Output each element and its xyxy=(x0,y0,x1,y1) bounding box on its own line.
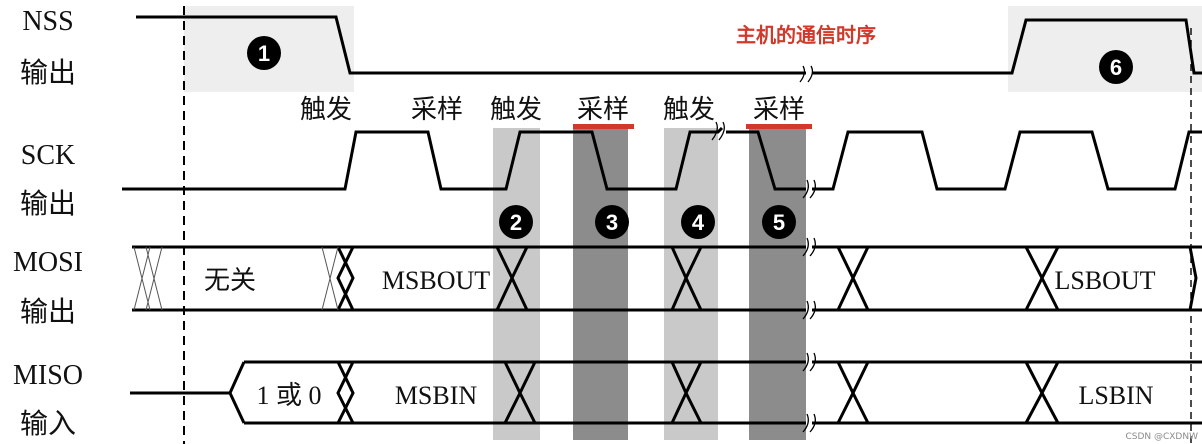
time-break-nss xyxy=(799,65,814,83)
time-break-mosi-bottom xyxy=(802,300,816,320)
miso-transition-1 xyxy=(336,361,355,424)
mosi-label: MOSI xyxy=(13,247,83,278)
diagram-title: 主机的通信时序 xyxy=(736,23,876,47)
sample-underline-2 xyxy=(746,124,812,129)
mosi-dontcare-hatch-left xyxy=(133,246,163,311)
mosi-transition-6 xyxy=(1188,246,1198,311)
phase-label-trigger-2: 触发 xyxy=(490,95,542,125)
mosi-transition-1 xyxy=(336,246,355,311)
sck-waveform-b xyxy=(726,130,806,191)
miso-cell-lsbin: LSBIN xyxy=(1078,381,1153,410)
miso-cell-msbin: MSBIN xyxy=(395,381,478,410)
mosi-cell-lsbout: LSBOUT xyxy=(1054,266,1155,295)
marker-4-number: 4 xyxy=(692,210,705,235)
nss-label: NSS xyxy=(22,6,73,37)
nss-direction-label: 输出 xyxy=(20,57,76,89)
marker-1: 1 xyxy=(247,36,281,70)
phase-label-sample-3: 采样 xyxy=(753,95,805,125)
sck-waveform-c xyxy=(812,130,1202,191)
phase-label-sample-1: 采样 xyxy=(411,95,463,125)
time-break-miso-bottom xyxy=(802,413,816,433)
phase-label-sample-2: 采样 xyxy=(577,95,629,125)
sck-label: SCK xyxy=(21,140,75,171)
watermark: CSDN @CXDNW xyxy=(1125,432,1198,442)
sck-waveform-a xyxy=(122,126,724,191)
miso-transition-0 xyxy=(228,361,246,424)
mosi-direction-label: 输出 xyxy=(20,296,76,328)
miso-direction-label: 输入 xyxy=(20,408,76,440)
miso-cell-onezero: 1 或 0 xyxy=(256,381,321,410)
sck-direction-label: 输出 xyxy=(20,188,76,220)
miso-transition-5 xyxy=(1024,361,1060,424)
nss-waveform-a xyxy=(136,15,806,75)
trigger-band-2 xyxy=(664,128,718,440)
marker-5: 5 xyxy=(762,205,796,239)
miso-transition-2 xyxy=(503,361,537,424)
marker-1-number: 1 xyxy=(258,41,270,66)
sample-band-2 xyxy=(749,128,806,440)
time-break-mosi-top xyxy=(802,237,816,257)
mosi-cell-msbout: MSBOUT xyxy=(382,266,490,295)
mosi-transition-2 xyxy=(495,246,529,311)
trigger-band-1 xyxy=(493,128,540,440)
mosi-transition-4 xyxy=(836,246,870,311)
miso-transition-3 xyxy=(670,361,703,424)
sample-band-1 xyxy=(573,128,628,440)
mosi-dontcare-hatch-right xyxy=(321,246,339,311)
mosi-transition-3 xyxy=(670,246,703,311)
mosi-cell-dontcare: 无关 xyxy=(204,266,256,295)
time-break-sck-top xyxy=(711,121,725,141)
marker-6-number: 6 xyxy=(1110,55,1122,80)
phase-label-trigger-1: 触发 xyxy=(300,95,352,125)
miso-transition-4 xyxy=(836,361,870,424)
mosi-transition-5 xyxy=(1024,246,1060,311)
sample-underline-1 xyxy=(573,124,634,129)
marker-3: 3 xyxy=(595,205,629,239)
marker-5-number: 5 xyxy=(773,210,785,235)
time-break-sck xyxy=(802,179,816,199)
marker-2-number: 2 xyxy=(510,210,522,235)
marker-3-number: 3 xyxy=(606,210,618,235)
miso-label: MISO xyxy=(13,360,83,391)
marker-6: 6 xyxy=(1099,50,1133,84)
time-break-miso-top xyxy=(802,352,816,372)
nss-waveform-b xyxy=(812,18,1202,75)
phase-label-trigger-3: 触发 xyxy=(663,95,715,125)
marker-4: 4 xyxy=(681,205,715,239)
marker-2: 2 xyxy=(499,205,533,239)
